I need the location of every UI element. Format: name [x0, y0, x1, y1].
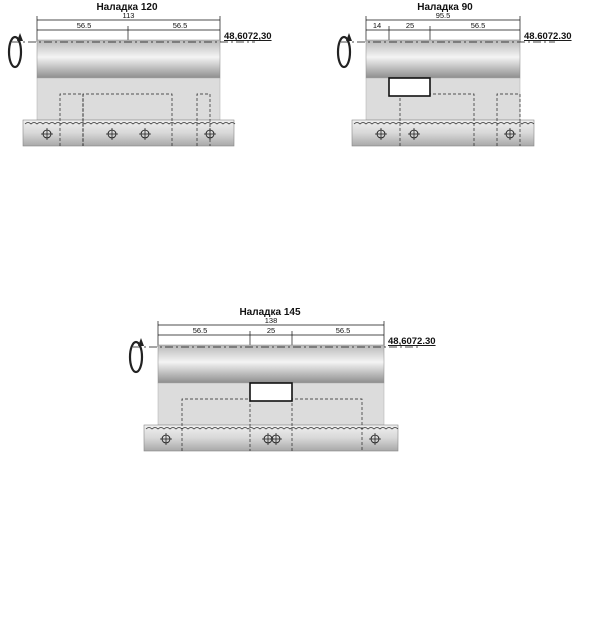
rack-teeth: [145, 427, 399, 430]
rotation-cw-icon: [336, 33, 352, 69]
panel-title: Наладка 120: [96, 2, 158, 13]
rotation-ring: [336, 35, 352, 69]
hidden-edge: [196, 93, 211, 146]
hidden-edge: [82, 93, 173, 146]
top-segment-dimension: 56.5: [193, 326, 208, 335]
hidden-edge: [496, 93, 521, 146]
top-segment-dimension: 56.5: [77, 21, 92, 30]
panel-title: Наладка 145: [239, 307, 301, 318]
top-roll-body: [157, 382, 385, 426]
spacer-ring: [249, 382, 293, 402]
rotation-ring: [128, 340, 144, 374]
rotation-cw-icon: [128, 338, 144, 374]
top-roll-body: [36, 77, 221, 121]
top-total-dimension: 138: [265, 316, 278, 325]
rotation-arrow: [346, 33, 352, 41]
top-total-dimension: 113: [123, 11, 135, 20]
rotation-arrow: [17, 33, 23, 41]
top-segment-dimension: 56.5: [471, 21, 486, 30]
hidden-edge: [399, 93, 475, 146]
top-roll-part-number: 48,6072.30: [388, 336, 436, 347]
top-segment-dimension: 56.5: [336, 326, 351, 335]
rack-teeth: [353, 122, 535, 125]
hidden-edge: [291, 398, 363, 451]
top-roll-cylinder: [36, 39, 221, 79]
top-total-dimension: 95.5: [436, 11, 451, 20]
top-forming-ring: [351, 119, 535, 147]
rotation-cw-icon: [7, 33, 23, 69]
top-roll-part-number: 48.6072.30: [524, 31, 572, 42]
hidden-edge: [181, 398, 251, 451]
top-segment-dimension: 25: [267, 326, 275, 335]
top-segment-dimension: 25: [406, 21, 414, 30]
top-forming-ring: [143, 424, 399, 452]
top-roll-cylinder: [365, 39, 521, 79]
rack-teeth: [24, 122, 236, 125]
panel-title: Наладка 90: [417, 2, 473, 13]
spacer-ring: [388, 77, 431, 97]
rotation-arrow: [138, 338, 144, 346]
rotation-ring: [7, 35, 23, 69]
top-roll-cylinder: [157, 344, 385, 384]
top-segment-dimension: 56.5: [173, 21, 188, 30]
top-roll-part-number: 48,6072,30: [224, 31, 272, 42]
top-segment-dimension: 14: [373, 21, 381, 30]
